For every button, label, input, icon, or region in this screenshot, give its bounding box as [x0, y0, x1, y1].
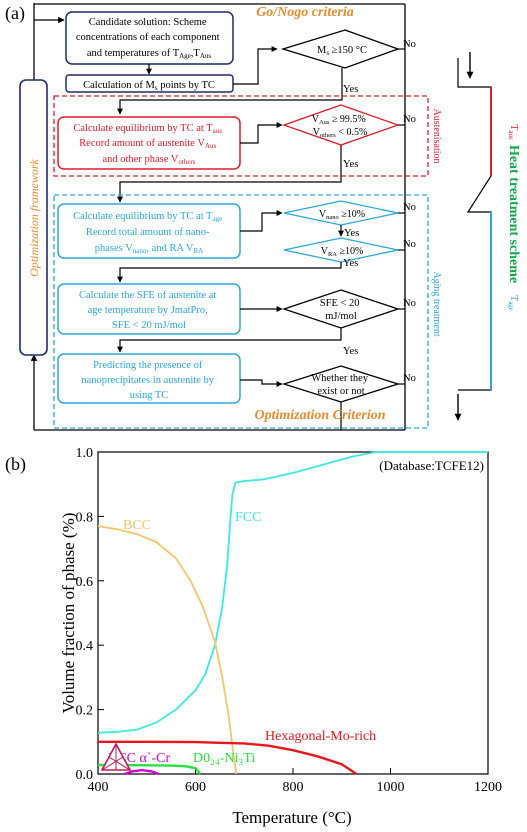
arrow-d1-box3	[117, 68, 343, 115]
hex-label: Hexagonal-Mo-rich	[265, 729, 376, 744]
austenite-criterion-diamond	[282, 104, 400, 146]
x-tick-label-0: 400	[88, 780, 109, 795]
arrow-d5-box6	[117, 328, 342, 353]
x-axis-title: Temperature (°C)	[232, 808, 351, 827]
d6-no-label: No	[403, 373, 416, 384]
y-axis-title: Volume fraction of phase (%)	[59, 513, 78, 714]
d2-no-label: No	[403, 114, 416, 125]
arrow-d2-box4	[117, 145, 342, 203]
d3-no-label: No	[403, 202, 416, 213]
austenisation-label: Austenisation	[431, 109, 442, 164]
series-line-3	[124, 768, 160, 776]
fcc-label: FCC	[235, 510, 261, 525]
sfe-criterion-text: SFE < 20 mJ/mol	[320, 298, 362, 322]
optimization-framework-box	[19, 79, 48, 356]
d024-label: D0₂₄-Ni₃Ti	[193, 751, 255, 766]
d1-no-label: No	[403, 39, 416, 50]
series-line-0	[97, 451, 488, 734]
d1-yes-label: Yes	[343, 84, 358, 95]
bcc-label: BCC	[123, 518, 151, 533]
y-tick-label-2: 0.4	[76, 639, 94, 654]
heat-profile-outline	[457, 58, 492, 391]
taus-label: Taus	[507, 124, 519, 140]
gonogo-title: Go/Nogo criteria	[256, 5, 354, 20]
ms-criterion-text: Ms ≥150 °C	[317, 45, 367, 57]
panel-a-label: (a)	[5, 3, 25, 24]
arrow-d4-box5	[117, 262, 342, 283]
y-tick-label-0: 0.0	[76, 768, 94, 783]
nano-criterion-text: Vnano ≥10%	[319, 209, 365, 221]
arrow-box2-d1	[233, 46, 278, 85]
series-line-2	[98, 740, 358, 775]
ra-criterion-text: VRA ≥10%	[321, 246, 364, 258]
tage-label: Tage	[507, 295, 519, 311]
candidate-solution-text: Candidate solution: Scheme concentration…	[76, 17, 222, 60]
d5-no-label: No	[403, 298, 416, 309]
database-label: (Database:TCFE12)	[379, 458, 484, 473]
d5-yes-label: Yes	[343, 346, 358, 357]
framework-hidden	[34, 3, 64, 22]
austenisation-frame	[53, 95, 429, 177]
sfe-criterion-diamond	[281, 289, 401, 329]
x-tick-label-4: 1200	[474, 780, 502, 795]
d4-no-label: No	[403, 239, 416, 250]
axis-ticks: 400 600 800 1000 1200 0.0 0.2 0.4 0.6 0.8 1.0	[76, 446, 503, 795]
heat-treatment-title: Heat treatment scheme	[506, 145, 521, 283]
x-tick-label-3: 1000	[377, 780, 405, 795]
equilibrium-taus-text: Calculate equilibrium by TC at Taus Reco…	[73, 123, 224, 166]
panel-b-label: (b)	[5, 454, 26, 475]
optimization-framework-label: Optimization framework	[27, 158, 41, 276]
sfe-calculation-text: Calculate the SFE of austenite at age te…	[79, 290, 219, 331]
nanoprecipitates-box	[57, 353, 241, 404]
aging-frame	[53, 194, 429, 429]
arrow-box3-d2	[240, 122, 283, 144]
series-lines	[97, 451, 488, 776]
austenite-criterion-text: VAus ≥ 99.5% Vothers < 0.5%	[312, 114, 369, 139]
series-line-1	[97, 525, 238, 775]
equilibrium-tage-text: Calculate equilibrium by TC at Tage Reco…	[73, 211, 225, 255]
optimization-criterion-title: Optimization Criterion	[254, 408, 385, 423]
d3-yes-label: Yes	[344, 228, 359, 239]
y-tick-label-4: 0.8	[76, 510, 94, 525]
aging-label: Aging treatment	[431, 271, 442, 336]
y-tick-label-3: 0.6	[76, 575, 94, 590]
nanoprecipitates-text: Predicting the presence of nanoprecipita…	[81, 360, 216, 401]
ms-calculation-text: Calculation of Ms points by TC	[83, 80, 215, 92]
x-tick-label-2: 800	[283, 780, 304, 795]
y-tick-label-5: 1.0	[76, 446, 94, 461]
thermocalc-logo	[100, 742, 132, 771]
d4-yes-label: Yes	[343, 258, 358, 269]
arrow-box4-d3	[240, 210, 283, 232]
plot-frame	[97, 451, 489, 775]
arrow-box6-d6	[240, 379, 283, 387]
x-tick-label-1: 600	[185, 780, 206, 795]
y-tick-label-1: 0.2	[76, 704, 94, 719]
d2-yes-label: Yes	[343, 159, 358, 170]
ms-criterion-diamond	[280, 29, 400, 69]
phase-fraction-plot: 400 600 800 1000 1200 0.0 0.2 0.4 0.6 0.8 1.0 (Dat…	[59, 446, 502, 827]
existence-criterion-text: Whether they exist or not	[311, 373, 370, 397]
